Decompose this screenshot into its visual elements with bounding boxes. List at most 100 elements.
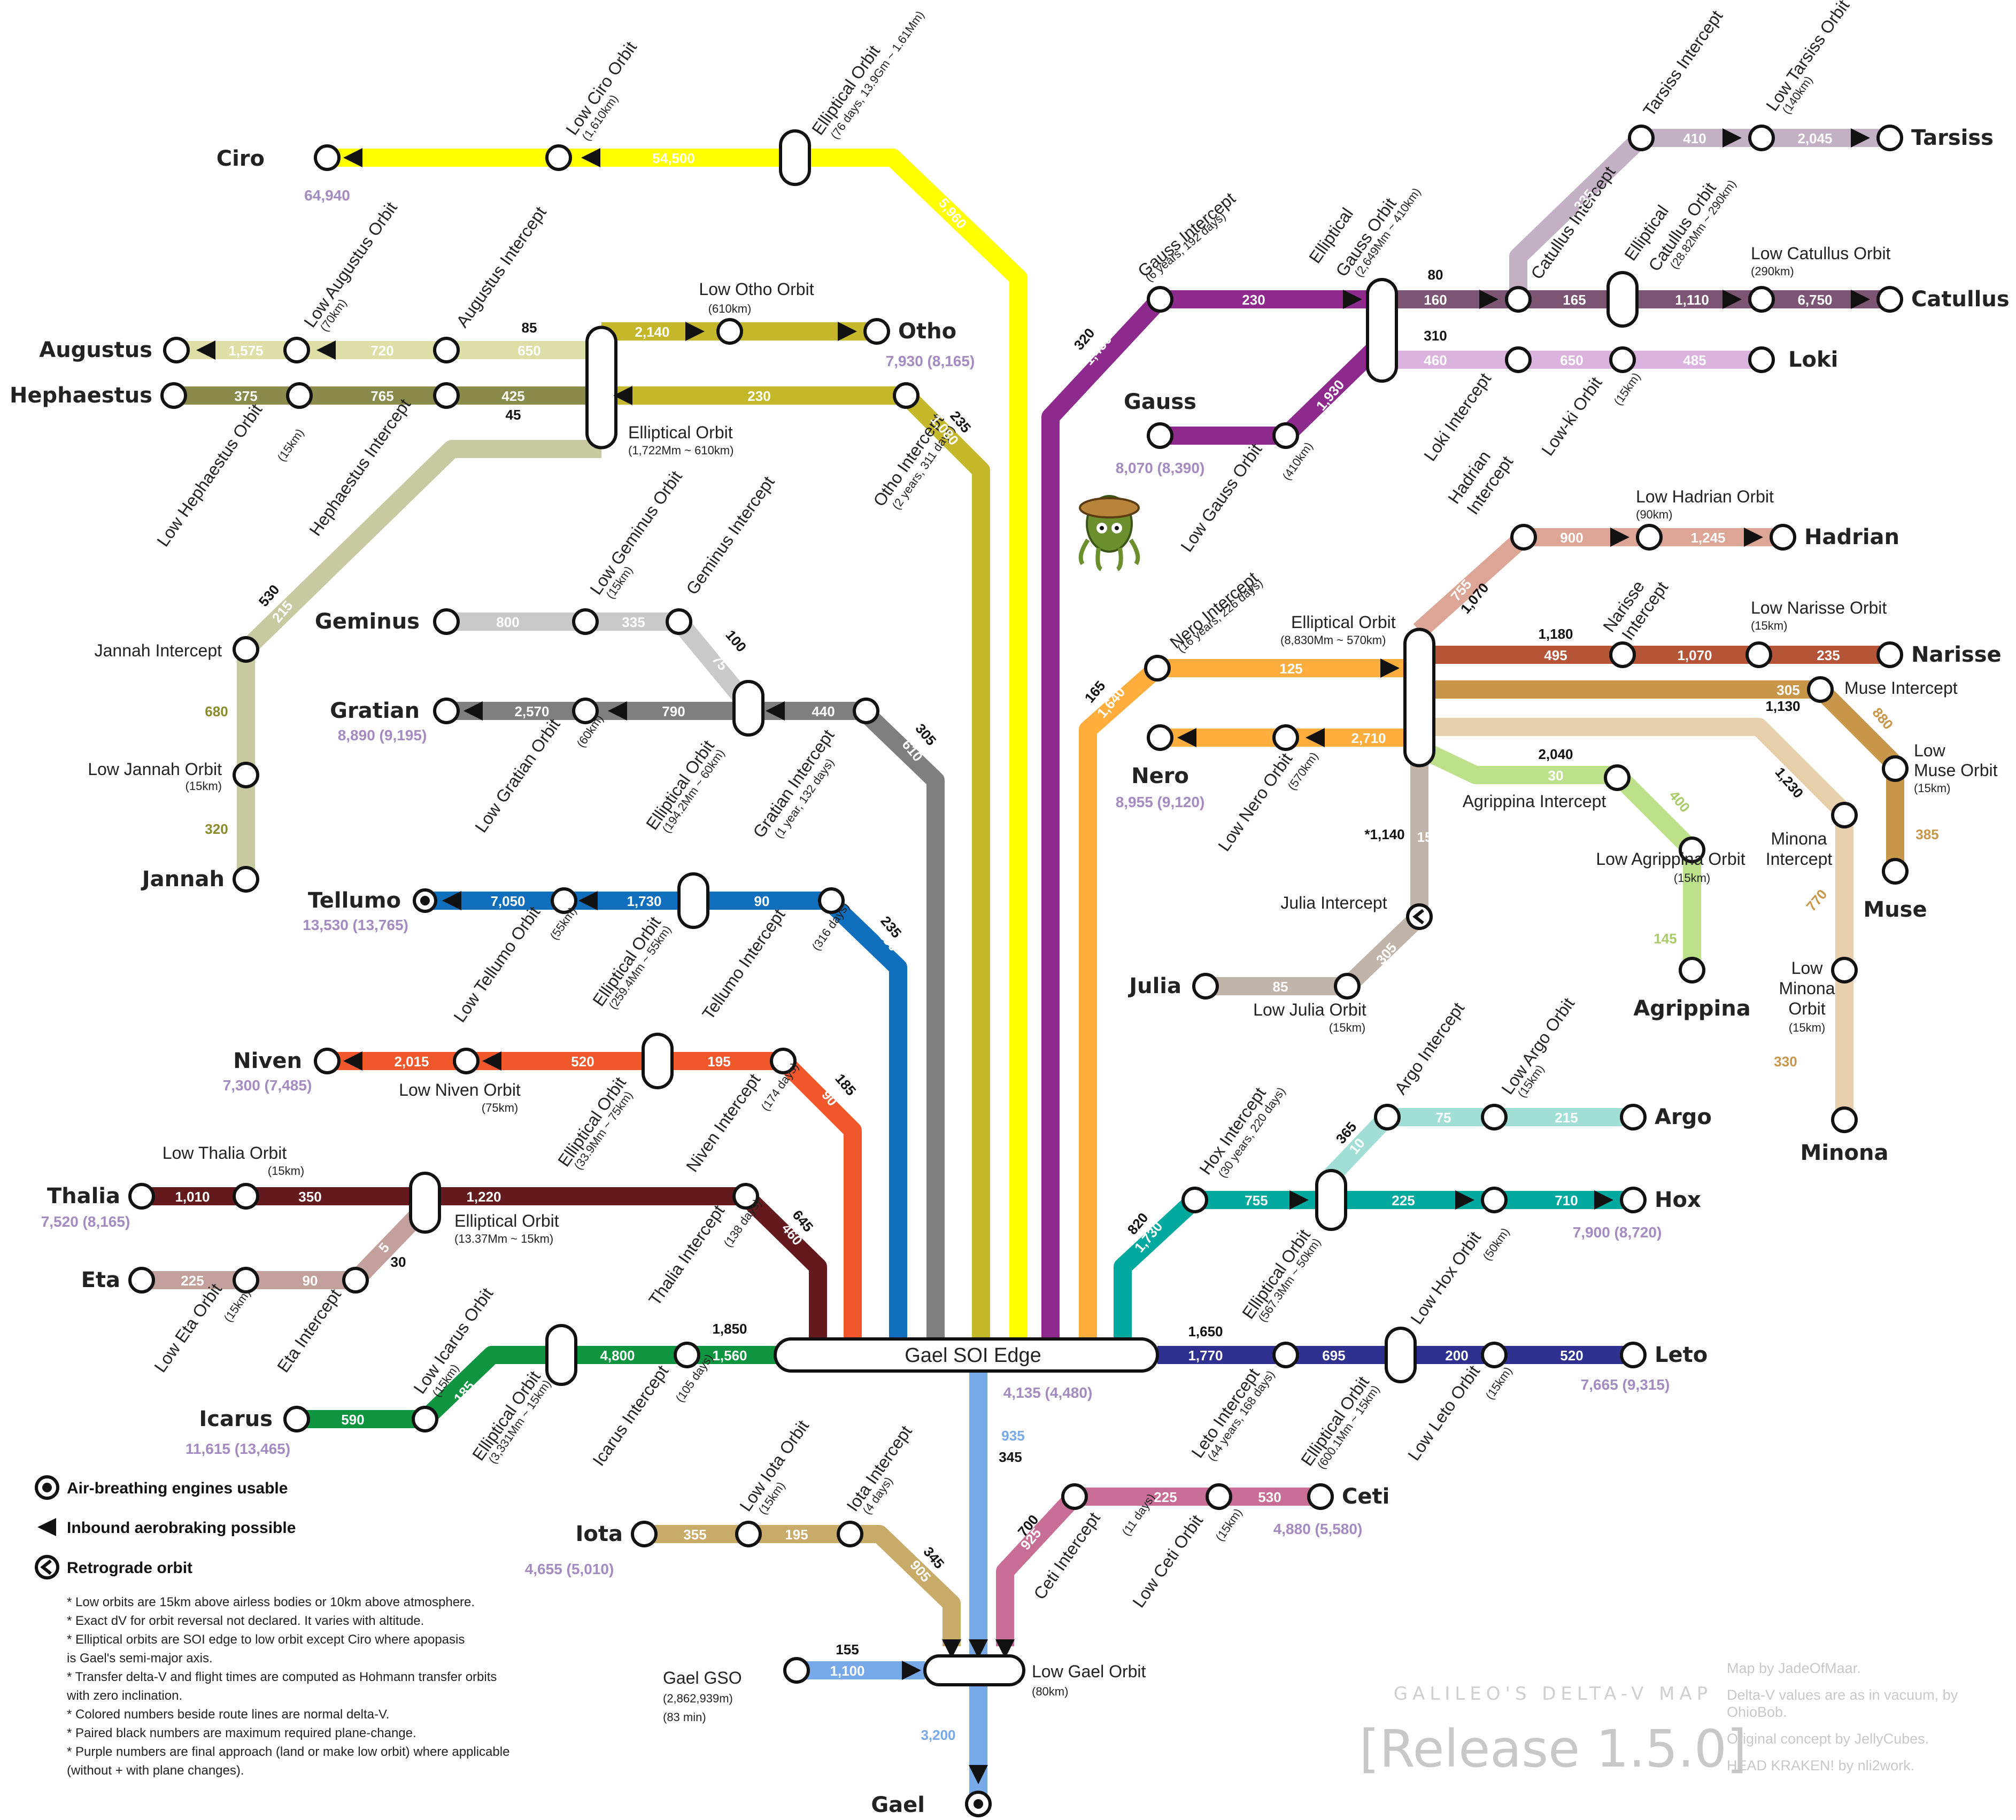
low-argo-orbit-station[interactable]	[1481, 1104, 1508, 1130]
thalia-elliptical-pill[interactable]	[409, 1172, 441, 1234]
augustus-station[interactable]	[163, 337, 190, 363]
hadrian-station[interactable]	[1770, 524, 1796, 551]
low-agrippina-orbit-station[interactable]	[1679, 837, 1705, 863]
low-gratian-orbit-station[interactable]	[572, 698, 599, 724]
dv-leto-c: 200	[1445, 1347, 1468, 1364]
gratian-elliptical-pill[interactable]	[732, 680, 764, 737]
iota-intercept-station[interactable]	[837, 1521, 863, 1547]
gauss-elliptical-pill[interactable]	[1366, 278, 1398, 383]
gauss-station[interactable]	[1147, 422, 1173, 449]
ceti-station[interactable]	[1307, 1483, 1334, 1510]
otho-intercept-station[interactable]	[893, 382, 920, 409]
catullus-elliptical-pill[interactable]	[1606, 271, 1639, 328]
loki-intercept-station[interactable]	[1505, 346, 1532, 373]
thalia-station[interactable]	[128, 1183, 155, 1210]
narisse-station[interactable]	[1876, 641, 1903, 668]
low-gael-orbit[interactable]	[923, 1654, 1025, 1686]
nero-elliptical-pill[interactable]	[1403, 628, 1435, 768]
argo-station[interactable]	[1620, 1104, 1647, 1130]
leto-elliptical-pill[interactable]	[1385, 1327, 1417, 1383]
geminus-station[interactable]	[433, 608, 460, 635]
augustus-intercept-station[interactable]	[433, 337, 460, 363]
gael-soi-edge[interactable]: Gael SOI Edge	[774, 1337, 1159, 1373]
hox-elliptical-pill[interactable]	[1315, 1169, 1347, 1231]
loki-station[interactable]	[1748, 346, 1775, 373]
low-hox-orbit-station[interactable]	[1481, 1187, 1508, 1213]
niven-elliptical-pill[interactable]	[642, 1033, 674, 1089]
niven-station[interactable]	[314, 1048, 341, 1074]
nero-station[interactable]	[1147, 724, 1173, 751]
muse-intercept-station[interactable]	[1807, 676, 1834, 703]
hox-station[interactable]	[1620, 1187, 1647, 1213]
low-iota-orbit-station[interactable]	[735, 1521, 762, 1547]
low-narisse-orbit-station[interactable]	[1745, 641, 1772, 668]
hephaestus-intercept-station[interactable]	[433, 382, 460, 409]
argo-intercept-station[interactable]	[1374, 1104, 1401, 1130]
jannah-intercept-station[interactable]	[233, 636, 259, 663]
eta-intercept-station[interactable]	[342, 1267, 369, 1294]
low-thalia-orbit-station[interactable]	[233, 1183, 259, 1210]
low-catullus-orbit-station[interactable]	[1748, 286, 1775, 313]
agrippina-station[interactable]	[1679, 957, 1705, 983]
low-hadrian-orbit-station[interactable]	[1636, 524, 1663, 551]
low-otho-orbit-station[interactable]	[716, 318, 743, 345]
ciro-elliptical-pill[interactable]	[779, 129, 811, 186]
iota-station[interactable]	[631, 1521, 658, 1547]
icarus-elliptical-pill[interactable]	[545, 1324, 577, 1386]
otho-elliptical-pill[interactable]	[585, 326, 617, 450]
jannah-station[interactable]	[233, 866, 259, 893]
low-niven-orbit-station[interactable]	[453, 1048, 480, 1074]
low-ki-orbit-station[interactable]	[1609, 346, 1636, 373]
low-tarsiss-orbit-station[interactable]	[1748, 125, 1775, 151]
tellumo-intercept-station[interactable]	[818, 887, 845, 914]
low-gauss-orbit-station[interactable]	[1272, 422, 1299, 449]
otho-station[interactable]	[863, 318, 890, 345]
thalia-intercept-station[interactable]	[732, 1183, 759, 1210]
leto-intercept-station[interactable]	[1272, 1342, 1299, 1368]
low-julia-orbit-station[interactable]	[1334, 973, 1361, 1000]
ceti-intercept-station[interactable]	[1061, 1483, 1088, 1510]
hephaestus-station[interactable]	[160, 382, 187, 409]
minona-station[interactable]	[1831, 1106, 1858, 1133]
eta-station[interactable]	[128, 1267, 155, 1294]
icarus-station[interactable]	[283, 1406, 310, 1432]
low-icarus-orbit-station[interactable]	[412, 1406, 438, 1432]
retrograde-icon	[35, 1555, 59, 1579]
low-ceti-orbit-station[interactable]	[1206, 1483, 1232, 1510]
agrippina-intercept-station[interactable]	[1604, 764, 1631, 791]
hox-intercept-station[interactable]	[1181, 1187, 1208, 1213]
gauss-intercept-station[interactable]	[1147, 286, 1173, 313]
low-jannah-orbit-station[interactable]	[233, 762, 259, 788]
low-hephaestus-orbit-station[interactable]	[286, 382, 313, 409]
catullus-station[interactable]	[1876, 286, 1903, 313]
muse-station[interactable]	[1882, 858, 1909, 885]
geminus-intercept-station[interactable]	[666, 608, 692, 635]
leto-station[interactable]	[1620, 1342, 1647, 1368]
julia-intercept-station[interactable]	[1406, 903, 1433, 930]
low-tellumo-orbit-station[interactable]	[551, 887, 577, 914]
nero-intercept-station[interactable]	[1144, 655, 1171, 681]
gratian-intercept-station[interactable]	[853, 698, 879, 724]
niven-intercept-station[interactable]	[770, 1048, 797, 1074]
low-nero-orbit-station[interactable]	[1272, 724, 1299, 751]
tarsiss-station[interactable]	[1876, 125, 1903, 151]
tellumo-elliptical-pill[interactable]	[677, 872, 709, 929]
narisse-intercept-station[interactable]	[1609, 641, 1636, 668]
low-leto-orbit-station[interactable]	[1481, 1342, 1508, 1368]
gratian-station[interactable]	[433, 698, 460, 724]
ciro-station[interactable]	[314, 144, 341, 171]
low-muse-orbit-station[interactable]	[1882, 755, 1909, 782]
low-ciro-orbit-station[interactable]	[545, 144, 572, 171]
tarsiss-intercept-station[interactable]	[1628, 125, 1655, 151]
catullus-intercept-station[interactable]	[1505, 286, 1532, 313]
minona-intercept-station[interactable]	[1831, 802, 1858, 828]
low-augustus-orbit-station[interactable]	[283, 337, 310, 363]
icarus-intercept-station[interactable]	[674, 1342, 700, 1368]
julia-station[interactable]	[1192, 973, 1219, 1000]
low-minona-orbit-station[interactable]	[1831, 957, 1858, 983]
low-eta-orbit-station[interactable]	[233, 1267, 259, 1294]
low-geminus-orbit-station[interactable]	[572, 608, 599, 635]
stations-heph-int: Hephaestus Intercept	[305, 395, 414, 539]
hadrian-intercept-station[interactable]	[1510, 524, 1537, 551]
gael-gso-station[interactable]	[783, 1657, 810, 1684]
